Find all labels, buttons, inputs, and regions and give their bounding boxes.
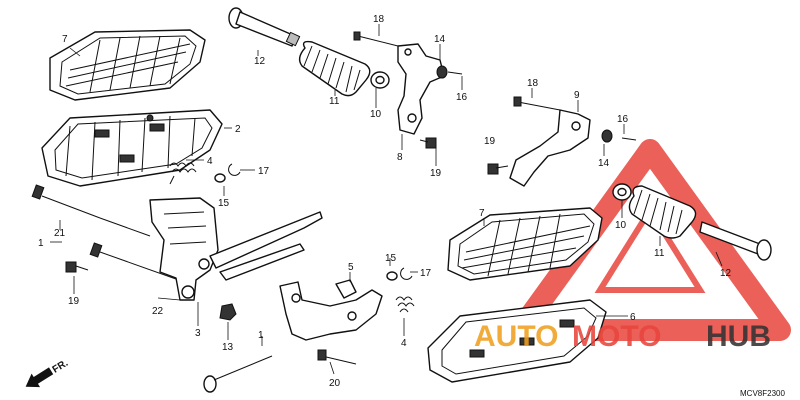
callout-17-upper: 17 (258, 166, 270, 177)
callout-18-upper: 18 (373, 14, 385, 25)
callout-12-upper: 12 (254, 56, 266, 67)
spring-4-upper (169, 162, 197, 185)
callout-19-upper-center: 19 (430, 168, 442, 179)
callout-7-right: 7 (479, 208, 485, 219)
washer-right (612, 183, 632, 201)
arm-5 (279, 279, 383, 341)
arm-left (209, 211, 323, 281)
pin-upper (228, 7, 301, 47)
callout-16-upper: 16 (456, 92, 468, 103)
bolt-19-left (65, 261, 89, 273)
callout-4-upper: 4 (207, 156, 213, 167)
washer-15-lower (386, 271, 398, 281)
pin-16-upper (447, 71, 463, 75)
bracket-9 (509, 109, 591, 187)
bolt-19-right (487, 163, 509, 175)
floorboard-mat-right (447, 207, 603, 281)
callout-3: 3 (195, 328, 201, 339)
callout-13: 13 (222, 342, 234, 353)
nut-17-upper (228, 163, 241, 176)
callout-21: 21 (54, 228, 66, 239)
callout-15-upper: 15 (218, 198, 230, 209)
nut-13 (219, 303, 237, 321)
callout-8: 8 (397, 152, 403, 163)
callout-10-right: 10 (615, 220, 627, 231)
bolt-18-right (513, 96, 561, 111)
callout-1-left: 1 (38, 238, 44, 249)
watermark-wordmark: AUTO MOTO HUB (474, 320, 771, 353)
callout-20: 20 (329, 378, 341, 389)
callout-10-upper: 10 (370, 109, 382, 120)
bolt-22 (89, 242, 191, 285)
watermark-text-auto: AUTO (474, 320, 558, 353)
callout-labels: 7 2 4 17 15 12 11 10 18 14 16 8 19 18 9 … (38, 14, 732, 389)
callout-18-right: 18 (527, 78, 539, 89)
callout-19-left: 19 (68, 296, 80, 307)
watermark-text-hub: HUB (706, 320, 771, 353)
callout-7-left: 7 (62, 34, 68, 45)
front-direction-indicator: FR. (25, 358, 71, 388)
nut-17-lower (400, 267, 413, 280)
bolt-19-upper-center (419, 137, 437, 149)
rod-1 (203, 355, 273, 393)
arrow-left-icon (25, 367, 54, 388)
rubber-cushion-upper (298, 40, 371, 97)
callout-14-upper: 14 (434, 34, 446, 45)
callout-1-center: 1 (258, 330, 264, 341)
floorboard-mat-left (49, 29, 206, 101)
callout-11-upper: 11 (329, 96, 340, 107)
bolt-18-upper (353, 31, 399, 47)
pin-right (699, 221, 772, 261)
stay-3 (149, 197, 219, 301)
washer-15-upper (214, 173, 226, 183)
leader-lines (50, 24, 723, 375)
bolt-21 (31, 184, 151, 237)
rubber-cushion-right (628, 185, 697, 239)
floorboard-base-left (41, 109, 223, 187)
bolt-20 (317, 349, 357, 365)
washer-upper (370, 71, 390, 89)
collar-14-upper (436, 65, 448, 79)
callout-5: 5 (348, 262, 354, 273)
diagram-code: MCV8F2300 (740, 389, 785, 398)
floorboard-base-right (427, 299, 607, 383)
pin-16-right (621, 137, 637, 141)
bracket-8 (397, 43, 445, 135)
callout-19-right: 19 (484, 136, 496, 147)
callout-9: 9 (574, 90, 580, 101)
collar-14-right (601, 129, 613, 143)
callout-6: 6 (630, 312, 636, 323)
callout-2: 2 (235, 124, 241, 135)
watermark-inner-triangle (594, 204, 706, 293)
callout-14-right: 14 (598, 158, 610, 169)
callout-12-right: 12 (720, 268, 732, 279)
callout-15-lower: 15 (385, 253, 397, 264)
watermark-text-moto: MOTO (572, 320, 661, 353)
direction-label: FR. (51, 358, 71, 376)
callout-17-lower: 17 (420, 268, 432, 279)
spring-4-lower (395, 296, 415, 313)
callout-4-lower: 4 (401, 338, 407, 349)
callout-16-right: 16 (617, 114, 629, 125)
callout-11-right: 11 (654, 248, 665, 259)
callout-22: 22 (152, 306, 164, 317)
